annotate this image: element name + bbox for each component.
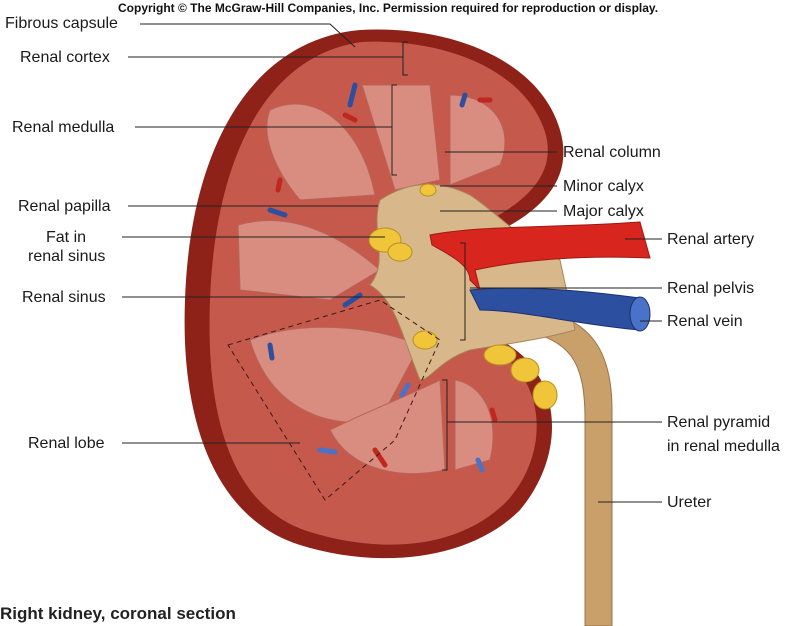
figure-caption: Right kidney, coronal section bbox=[0, 604, 236, 623]
label-renal-pyramid: Renal pyramid bbox=[667, 414, 771, 431]
leader-lines bbox=[122, 23, 662, 503]
label-fat-renal-sinus: renal sinus bbox=[28, 248, 106, 265]
pyramid bbox=[266, 103, 376, 201]
label-renal-cortex: Renal cortex bbox=[20, 49, 110, 66]
label-fibrous-capsule: Fibrous capsule bbox=[5, 15, 118, 32]
renal-lobe-outline bbox=[227, 299, 441, 501]
label-renal-medulla: Renal medulla bbox=[12, 119, 115, 136]
fat-deposits bbox=[368, 183, 558, 410]
label-fat-in: Fat in bbox=[46, 229, 87, 246]
renal-artery-shape bbox=[429, 221, 651, 292]
label-renal-papilla: Renal papilla bbox=[18, 198, 111, 215]
pyramid bbox=[449, 94, 506, 186]
label-renal-lobe: Renal lobe bbox=[28, 435, 105, 452]
pyramid bbox=[454, 379, 494, 471]
label-renal-sinus: Renal sinus bbox=[22, 289, 106, 306]
label-minor-calyx: Minor calyx bbox=[563, 178, 644, 195]
label-renal-artery: Renal artery bbox=[667, 231, 755, 248]
label-in-renal-medulla: in renal medulla bbox=[667, 438, 780, 455]
label-renal-column: Renal column bbox=[563, 144, 661, 161]
renal-pyramids bbox=[237, 84, 506, 475]
copyright-notice: Copyright © The McGraw-Hill Companies, I… bbox=[118, 1, 659, 15]
label-renal-vein: Renal vein bbox=[667, 313, 743, 330]
label-ureter: Ureter bbox=[667, 494, 712, 511]
label-major-calyx: Major calyx bbox=[563, 203, 644, 220]
ureter-shape bbox=[518, 309, 613, 626]
interlobar-vessels bbox=[267, 82, 498, 473]
label-renal-pelvis: Renal pelvis bbox=[667, 280, 755, 297]
pyramid bbox=[249, 326, 421, 423]
pyramid bbox=[361, 84, 441, 191]
